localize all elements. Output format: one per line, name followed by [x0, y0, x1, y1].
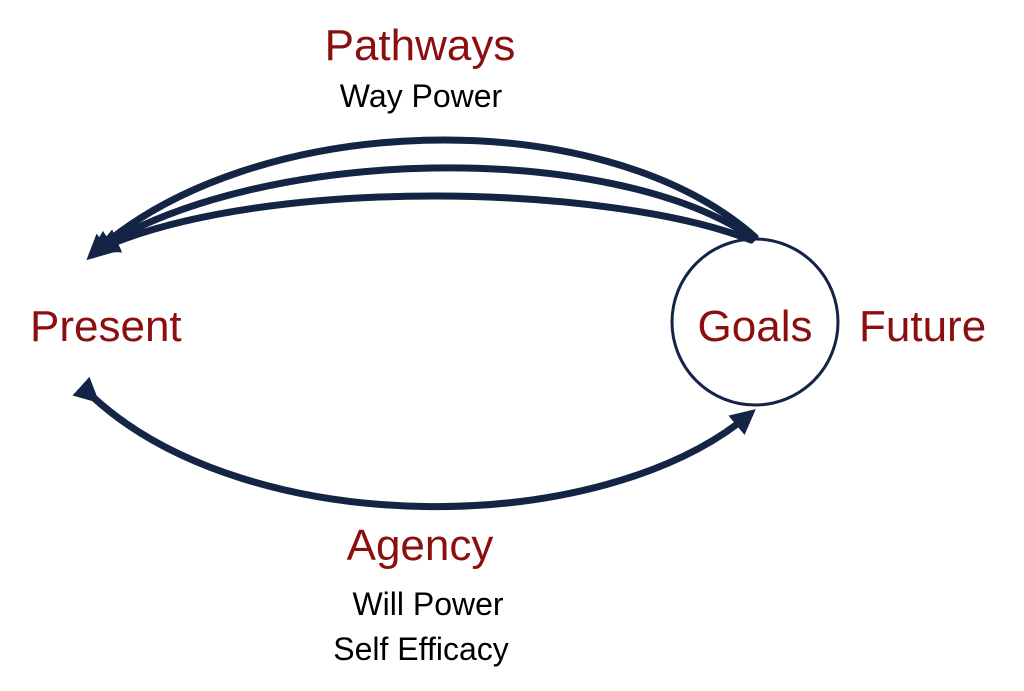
self-efficacy-label: Self Efficacy	[333, 631, 509, 667]
agency-title: Agency	[346, 521, 494, 570]
present-label: Present	[30, 302, 182, 351]
goals-label: Goals	[697, 302, 813, 351]
pathway-arrow-middle	[88, 164, 757, 256]
way-power-label: Way Power	[339, 78, 503, 114]
will-power-label: Will Power	[352, 586, 504, 622]
pathway-arrow-inner	[94, 192, 755, 253]
pathway-arrow-outer	[86, 136, 759, 261]
agency-arrow	[72, 376, 756, 510]
pathways-title: Pathways	[324, 21, 516, 70]
future-label: Future	[859, 302, 987, 351]
